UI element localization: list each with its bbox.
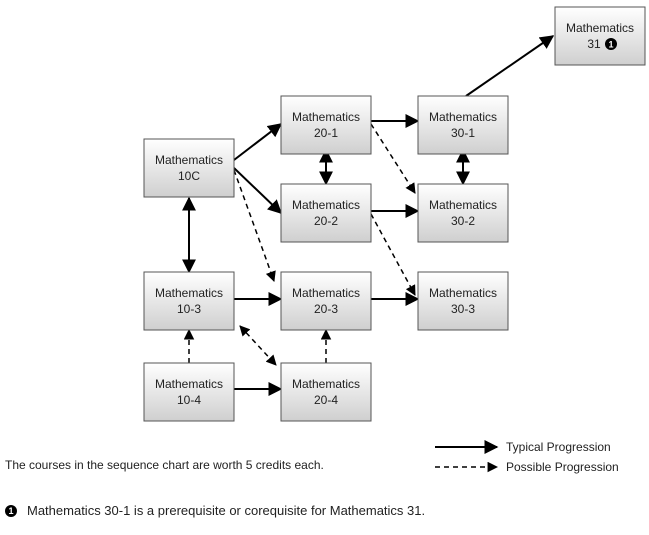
course-number: 20-3 [314,302,338,316]
course-box-m20-4: Mathematics 20-4 [280,362,372,422]
course-box-rect [280,362,372,422]
course-box-m10-3: Mathematics 10-3 [143,271,235,331]
arrow-m10c-to-m20_1 [233,123,283,161]
arrow-m30_1-to-m31 [465,35,555,97]
course-box-rect [554,6,646,66]
arrow-m10c-to-m20_3 [233,169,276,282]
course-name: Mathematics [155,153,223,167]
footnote-badge-icon: 1 [5,505,17,517]
course-box-m30-3: Mathematics 30-3 [417,271,509,331]
footnote-badge-number: 1 [608,40,613,50]
course-number: 10C [178,169,200,183]
course-box-rect [143,138,235,198]
course-box-m31: Mathematics 31 1 [554,6,646,66]
course-nodes-layer: Mathematics10CMathematics10-3Mathematics… [143,6,646,422]
course-number: 10-4 [177,393,201,407]
course-box-m20-1: Mathematics 20-1 [280,95,372,155]
arrow-m20_1-to-m30_2 [370,123,416,194]
connections-layer [182,35,555,396]
course-number: 31 [587,37,601,51]
course-box-m30-2: Mathematics 30-2 [417,183,509,243]
course-name: Mathematics [566,21,634,35]
arrow-m10_3-to-m20_4 [239,325,277,366]
course-number: 30-2 [451,214,475,228]
course-box-m10c: Mathematics 10C [143,138,235,198]
legend-typical-label: Typical Progression [506,440,611,454]
course-box-rect [143,271,235,331]
course-name: Mathematics [429,110,497,124]
course-name: Mathematics [292,110,360,124]
course-number: 20-4 [314,393,338,407]
course-name: Mathematics [292,377,360,391]
course-box-rect [280,95,372,155]
arrow-m10c-to-m20_2 [233,167,283,214]
course-box-m20-2: Mathematics 20-2 [280,183,372,243]
course-number: 20-2 [314,214,338,228]
course-box-rect [417,95,509,155]
course-name: Mathematics [292,198,360,212]
legend: Typical Progression Possible Progression [435,440,619,474]
course-name: Mathematics [155,286,223,300]
course-box-m20-3: Mathematics 20-3 [280,271,372,331]
credits-note: The courses in the sequence chart are wo… [5,458,324,472]
course-name: Mathematics [429,198,497,212]
course-box-rect [417,183,509,243]
course-box-rect [143,362,235,422]
arrow-m20_2-to-m30_3 [370,213,416,296]
course-box-rect [280,183,372,243]
course-number: 30-1 [451,126,475,140]
course-name: Mathematics [429,286,497,300]
course-name: Mathematics [155,377,223,391]
course-number: 10-3 [177,302,201,316]
footnote-text: Mathematics 30-1 is a prerequisite or co… [27,503,426,518]
course-name: Mathematics [292,286,360,300]
course-box-rect [280,271,372,331]
footnote-badge-icon [605,38,617,50]
legend-possible-label: Possible Progression [506,460,619,474]
course-box-m10-4: Mathematics 10-4 [143,362,235,422]
course-box-rect [417,271,509,331]
course-number: 30-3 [451,302,475,316]
course-box-m30-1: Mathematics 30-1 [417,95,509,155]
course-number: 20-1 [314,126,338,140]
